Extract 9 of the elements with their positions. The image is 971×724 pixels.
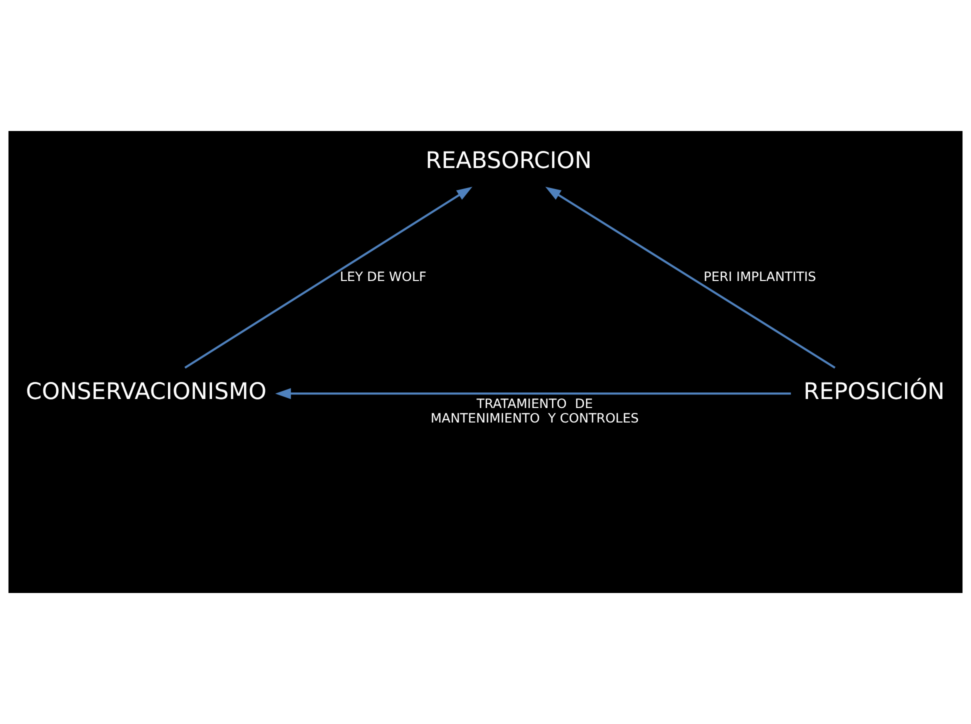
arrow bbox=[184, 186, 472, 369]
node-text: REPOSICIÓN bbox=[804, 379, 945, 406]
arrow bbox=[545, 186, 836, 369]
edge-label: PERI IMPLANTITIS bbox=[704, 270, 816, 286]
edge-label: LEY DE WOLF bbox=[340, 270, 426, 286]
node-text: CONSERVACIONISMO bbox=[26, 379, 266, 406]
node-text: REABSORCION bbox=[426, 148, 592, 174]
edge-label: TRATAMIENTO DE MANTENIMIENTO Y CONTROLES bbox=[430, 397, 639, 426]
arrow bbox=[275, 388, 791, 400]
